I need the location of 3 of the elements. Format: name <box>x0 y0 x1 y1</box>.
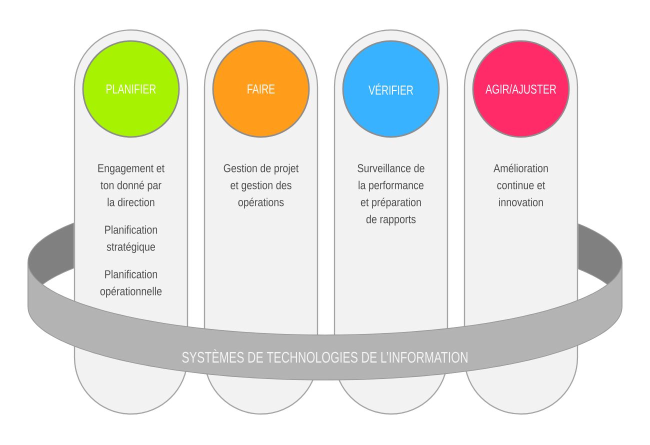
description-text: Planification stratégique <box>105 225 157 254</box>
node-label: SYSTÈMES DE TECHNOLOGIES DE L’INFORMATION <box>182 349 468 363</box>
description-text: Planification opérationnelle <box>100 270 162 298</box>
